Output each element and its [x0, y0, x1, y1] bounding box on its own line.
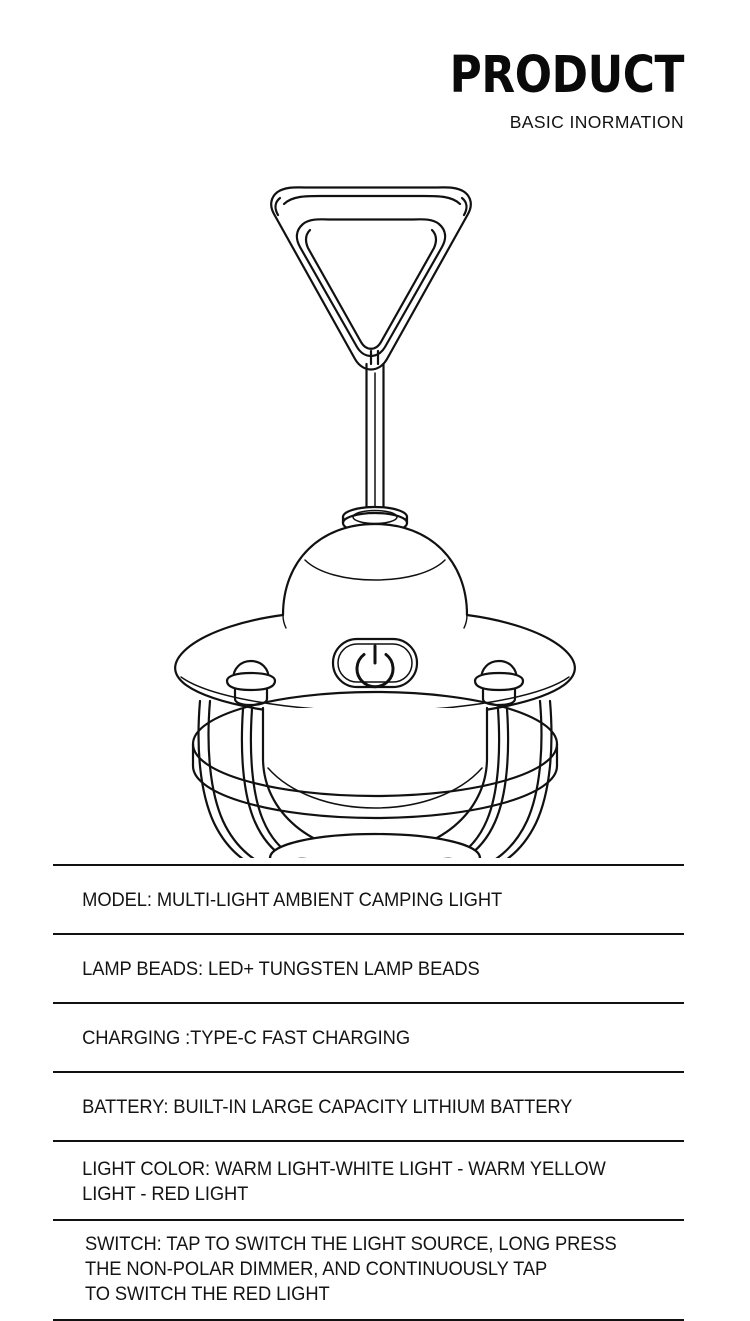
base-ring [268, 832, 482, 858]
cage-ring-band [191, 690, 559, 820]
inner-globe [261, 706, 489, 855]
dome-top [281, 522, 469, 617]
spec-row-model: MODEL: MULTI-LIGHT AMBIENT CAMPING LIGHT [53, 864, 684, 933]
spec-text-battery: BATTERY: BUILT-IN LARGE CAPACITY LITHIUM… [82, 1096, 573, 1118]
spec-text-charging: CHARGING :TYPE-C FAST CHARGING [82, 1027, 410, 1049]
spec-row-battery: BATTERY: BUILT-IN LARGE CAPACITY LITHIUM… [53, 1071, 684, 1140]
spec-text-model: MODEL: MULTI-LIGHT AMBIENT CAMPING LIGHT [82, 889, 503, 911]
spec-row-switch: SWITCH: TAP TO SWITCH THE LIGHT SOURCE, … [53, 1219, 684, 1321]
spec-list: MODEL: MULTI-LIGHT AMBIENT CAMPING LIGHT… [53, 864, 684, 1321]
spec-row-lamp-beads: LAMP BEADS: LED+ TUNGSTEN LAMP BEADS [53, 933, 684, 1002]
product-illustration [0, 168, 750, 858]
power-button [331, 637, 419, 689]
left-knob-mount [225, 659, 277, 707]
stem-rod [365, 362, 385, 520]
page-header: PRODUCT BASIC INORMATION [0, 0, 685, 133]
spec-text-switch: SWITCH: TAP TO SWITCH THE LIGHT SOURCE, … [84, 1233, 617, 1305]
spec-row-charging: CHARGING :TYPE-C FAST CHARGING [53, 1002, 684, 1071]
page-subtitle: BASIC INORMATION [509, 112, 684, 132]
right-knob-mount [473, 659, 525, 707]
spec-text-lamp-beads: LAMP BEADS: LED+ TUNGSTEN LAMP BEADS [82, 958, 480, 980]
power-icon [355, 644, 395, 689]
page-title: PRODUCT [449, 46, 685, 105]
triangular-hook-handle [270, 186, 472, 371]
spec-row-light-color: LIGHT COLOR: WARM LIGHT-WHITE LIGHT - WA… [53, 1140, 684, 1219]
spec-text-light-color: LIGHT COLOR: WARM LIGHT-WHITE LIGHT - WA… [82, 1158, 606, 1205]
